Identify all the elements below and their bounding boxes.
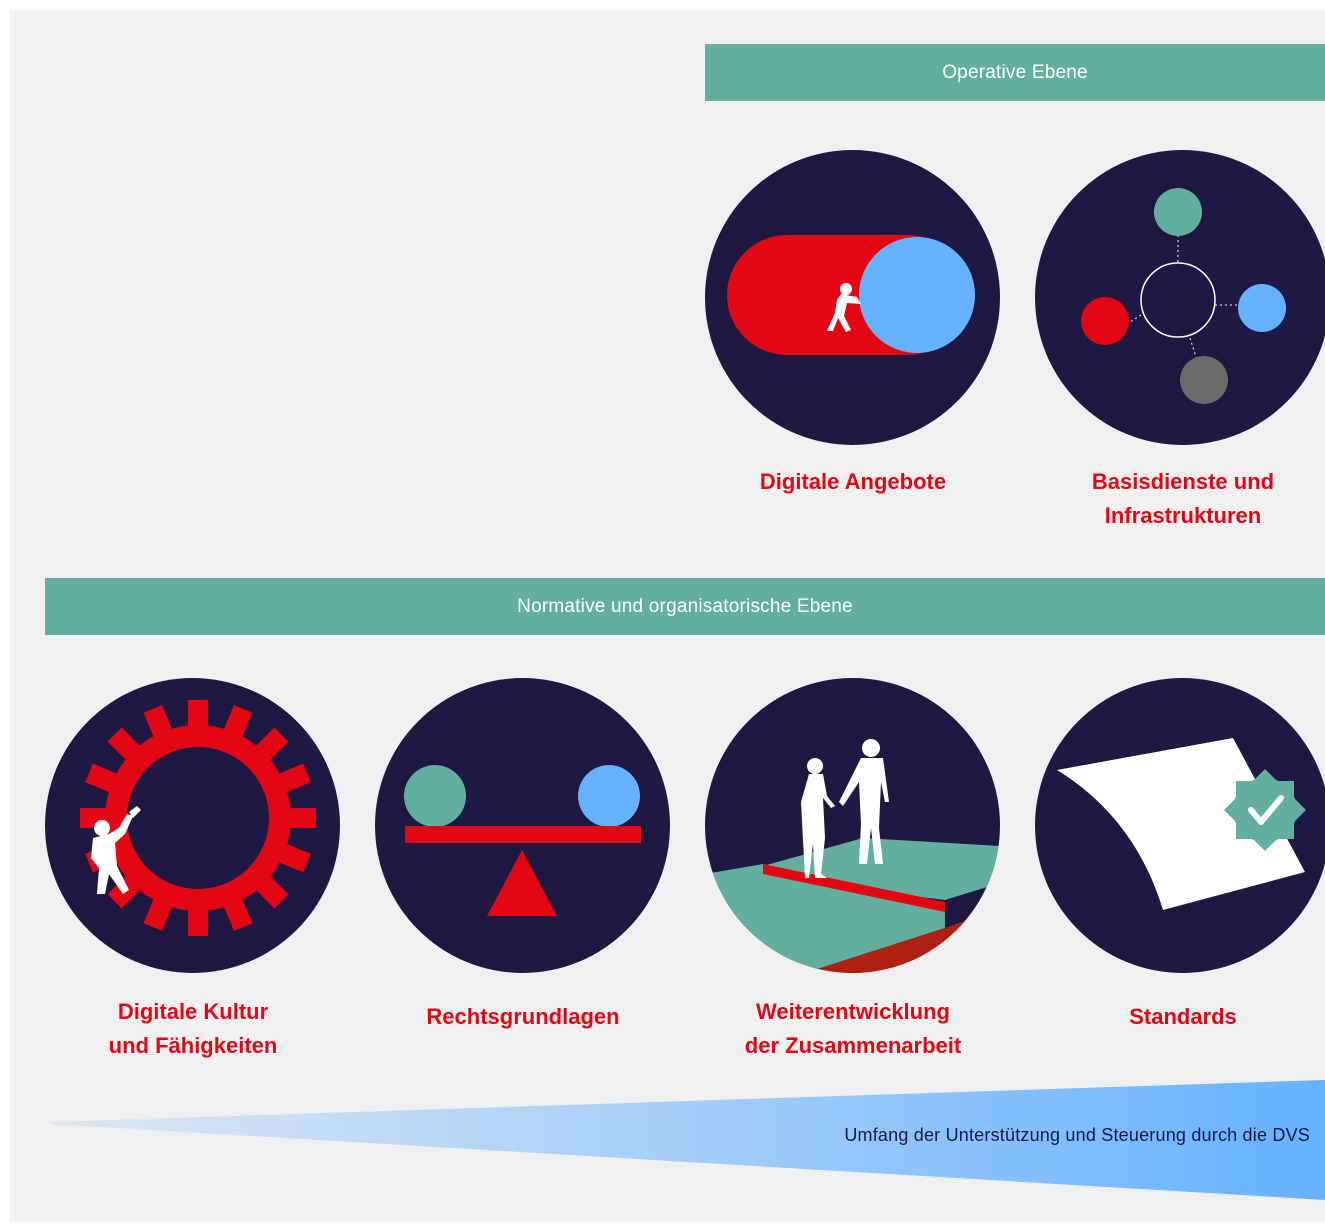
check-badge-icon xyxy=(1223,768,1307,852)
red-node xyxy=(1081,297,1129,345)
digitale-kultur-circle xyxy=(45,678,340,973)
node-connectors xyxy=(1129,235,1240,361)
balance-scale-icon xyxy=(404,765,641,916)
operative-layer-label: Operative Ebene xyxy=(942,61,1088,83)
network-nodes-icon xyxy=(1081,188,1286,404)
support-scope-wedge xyxy=(50,1080,1325,1200)
diagram-canvas: Operative Ebene Digitale Angebote xyxy=(10,10,1325,1222)
teal-ball xyxy=(404,765,466,827)
digitale-kultur-label: Digitale Kultur und Fähigkeiten xyxy=(108,999,278,1058)
rechtsgrundlagen-label: Rechtsgrundlagen xyxy=(426,1004,620,1029)
standards-label: Standards xyxy=(1129,1004,1237,1029)
weiterentwicklung-circle xyxy=(705,678,1000,973)
normative-layer-label: Normative und organisatorische Ebene xyxy=(517,595,853,617)
gray-node xyxy=(1180,356,1228,404)
digitale-angebote-circle xyxy=(705,150,1000,445)
weiterentwicklung-label: Weiterentwicklung der Zusammenarbeit xyxy=(744,999,962,1058)
center-ring xyxy=(1140,262,1216,338)
basisdienste-circle xyxy=(1035,150,1325,445)
gear-shape xyxy=(80,700,316,936)
normative-layer-bar: Normative und organisatorische Ebene xyxy=(45,578,1325,635)
scale-beam xyxy=(405,826,641,843)
support-scope-label: Umfang der Unterstützung und Steuerung d… xyxy=(844,1125,1310,1145)
certified-document-icon xyxy=(1057,738,1307,910)
blue-ball xyxy=(578,765,640,827)
toggle-switch-icon xyxy=(727,235,975,355)
cooperation-icon xyxy=(705,739,1000,973)
two-people-icon xyxy=(801,739,889,878)
operative-layer-bar: Operative Ebene xyxy=(705,44,1325,101)
worker-silhouette-icon xyxy=(91,806,141,894)
toggle-knob xyxy=(859,237,975,353)
digitale-angebote-label: Digitale Angebote xyxy=(759,469,947,494)
red-floor-side xyxy=(805,908,1000,973)
basisdienste-label: Basisdienste und Infrastrukturen xyxy=(1091,469,1275,528)
rechtsgrundlagen-circle xyxy=(375,678,670,973)
blue-node xyxy=(1238,284,1286,332)
gear-icon xyxy=(80,700,316,936)
teal-node xyxy=(1154,188,1202,236)
pushing-person-icon xyxy=(827,283,861,332)
scale-fulcrum xyxy=(487,850,557,916)
standards-circle xyxy=(1035,678,1325,973)
